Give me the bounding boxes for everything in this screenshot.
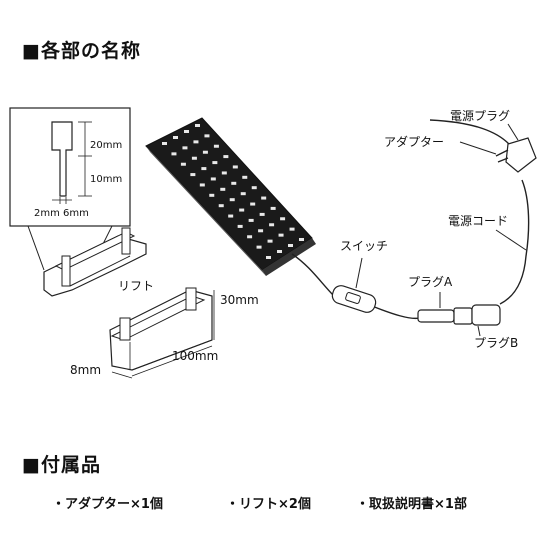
accessory-item-lift: ・リフト×2個 (226, 497, 311, 512)
led-dot (259, 212, 265, 216)
led-dot (191, 156, 197, 160)
adapter-device (495, 137, 537, 173)
led-dot (256, 245, 262, 249)
led-dot (289, 227, 295, 231)
led-dot (261, 196, 267, 200)
led-dot (199, 183, 205, 187)
led-dot (204, 134, 210, 138)
lift-lower (109, 287, 215, 379)
dim-20-label: 20mm (90, 140, 122, 151)
switch-device (331, 285, 377, 313)
accessory-item-manual: ・取扱説明書×1部 (356, 497, 467, 512)
led-dot (202, 150, 208, 154)
led-dot (212, 161, 218, 165)
led-dot (173, 136, 178, 139)
led-dot (223, 155, 229, 159)
lift-label: リフト (118, 279, 154, 293)
led-dot (228, 214, 234, 218)
led-dot (299, 238, 304, 241)
led-dot (221, 171, 227, 175)
led-dot (242, 175, 248, 179)
led-panel (145, 117, 316, 276)
led-dot (278, 233, 284, 237)
led-dot (201, 167, 207, 171)
dim-2-6-label: 2mm 6mm (34, 208, 89, 219)
led-dot (190, 173, 196, 177)
accessory-item-adapter: ・アダプター×1個 (52, 497, 163, 512)
led-dot (182, 146, 188, 150)
led-dot (229, 198, 235, 202)
adapter-label: アダプター (384, 134, 444, 149)
led-dot (247, 235, 253, 239)
dim-10-label: 10mm (90, 174, 122, 185)
led-dot (218, 204, 224, 208)
led-dot (162, 142, 167, 145)
plug-a-label: プラグA (408, 275, 453, 289)
led-dot (239, 208, 245, 212)
led-dot (220, 187, 226, 191)
section-title-parts: ■各部の名称 (22, 40, 141, 62)
led-dot (195, 124, 200, 127)
section-title-accessories: ■付属品 (22, 454, 101, 476)
led-dot (270, 206, 276, 210)
led-dot (266, 256, 271, 259)
dim-100-label: 100mm (172, 349, 218, 363)
led-dot (251, 186, 257, 190)
led-dot (231, 181, 237, 185)
led-dot (277, 250, 282, 253)
led-dot (240, 192, 246, 196)
led-dot (180, 162, 186, 166)
dim-30-label: 30mm (220, 293, 259, 307)
led-dot (269, 223, 275, 227)
plug-b-label: プラグB (474, 336, 518, 350)
led-dot (232, 165, 238, 169)
lift-detail-inset: 20mm 10mm 2mm 6mm (9, 107, 131, 271)
dim-8-label: 8mm (70, 363, 101, 377)
led-dot (288, 244, 293, 247)
led-dot (258, 229, 264, 233)
switch-label: スイッチ (340, 239, 388, 253)
led-dot (209, 193, 215, 197)
led-dot (248, 218, 254, 222)
led-dot (193, 140, 199, 144)
led-dot (250, 202, 256, 206)
led-dot (267, 239, 273, 243)
led-dot (213, 144, 219, 148)
plug-connector (417, 304, 501, 326)
led-dots (162, 124, 304, 259)
led-dot (237, 224, 243, 228)
led-dot (184, 130, 189, 133)
led-dot (280, 217, 286, 221)
led-dot (210, 177, 216, 181)
lift-upper (43, 227, 147, 297)
power-cord-label: 電源コード (448, 214, 508, 228)
led-dot (171, 152, 177, 156)
power-plug-label: 電源プラグ (450, 109, 510, 123)
